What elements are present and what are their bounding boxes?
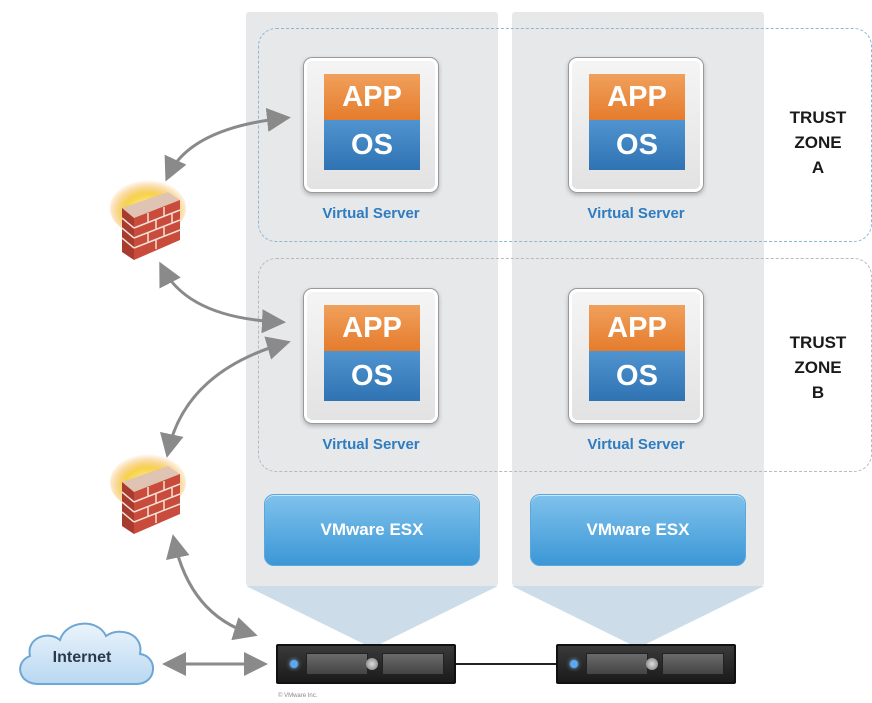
os-layer: OS [589, 351, 685, 401]
trust-zone-a-label: TRUST ZONE A [763, 105, 872, 180]
firewall-icon [110, 454, 186, 534]
hypervisor-esx: VMware ESX [264, 494, 480, 566]
internet-label: Internet [52, 649, 112, 666]
virtual-server-label: Virtual Server [587, 436, 685, 453]
connector-arrow [164, 107, 291, 182]
connector-arrow [159, 261, 286, 334]
os-layer: OS [324, 351, 420, 401]
trust-zone-b-label: TRUST ZONE B [763, 330, 872, 405]
app-layer: APP [324, 305, 420, 351]
os-layer: OS [589, 120, 685, 170]
trust-zone-a-label-line: ZONE [794, 133, 842, 152]
host-column-right-funnel [512, 586, 764, 648]
firewall-icon [110, 180, 186, 260]
connector-arrow [166, 534, 258, 641]
app-layer: APP [589, 74, 685, 120]
trust-zone-a-label-line: TRUST [789, 108, 847, 127]
app-layer: APP [589, 305, 685, 351]
trust-zone-b-label-line: TRUST [789, 333, 847, 352]
virtual-server-tile: APP OS [568, 288, 704, 424]
drive-bay [586, 653, 648, 675]
virtual-server-tile: APP OS [303, 288, 439, 424]
copyright-text: © VMware Inc. [278, 693, 318, 699]
drive-bay [662, 653, 724, 675]
trust-zone-a-label-line: A [811, 158, 825, 177]
power-led [290, 660, 298, 668]
drive-knob [646, 658, 658, 670]
drive-bay [306, 653, 368, 675]
virtual-server-label: Virtual Server [587, 205, 685, 222]
virtual-server-label: Virtual Server [322, 436, 420, 453]
virtual-server-tile: APP OS [568, 57, 704, 193]
drive-bay [382, 653, 444, 675]
app-layer: APP [324, 74, 420, 120]
connector-arrow [160, 336, 291, 458]
trust-zone-b-label-line: ZONE [794, 358, 842, 377]
virtual-server-tile: APP OS [303, 57, 439, 193]
host-column-left-funnel [246, 586, 498, 648]
cloud-icon [19, 622, 154, 685]
power-led [570, 660, 578, 668]
drive-knob [366, 658, 378, 670]
trust-zone-b-label-line: B [811, 383, 825, 402]
server-icon [556, 644, 736, 684]
os-layer: OS [324, 120, 420, 170]
virtual-server-label: Virtual Server [322, 205, 420, 222]
hypervisor-esx: VMware ESX [530, 494, 746, 566]
server-icon [276, 644, 456, 684]
